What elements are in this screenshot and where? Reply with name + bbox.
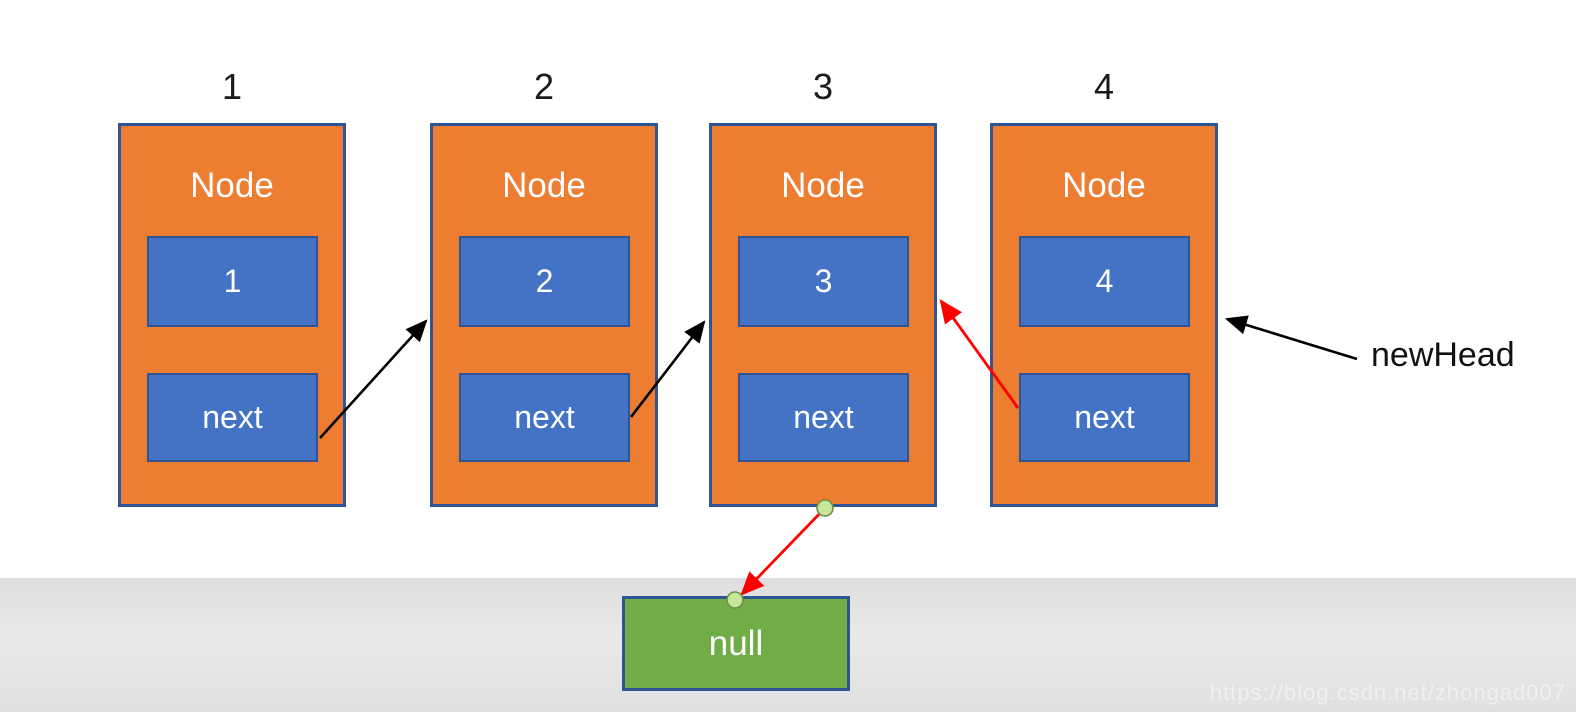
node3-index-label: 3 [812,66,834,107]
node2-value-field: 2 [459,236,630,327]
node2-index-label: 2 [533,66,555,107]
node4-value-field: 4 [1019,236,1190,327]
node1-title: Node [190,166,274,205]
node1-value-field: 1 [147,236,318,327]
node2-title: Node [502,166,586,205]
null-box: null [622,596,850,691]
node4-title: Node [1062,166,1146,205]
node4-index-label: 4 [1093,66,1115,107]
node1-index-label: 1 [221,66,243,107]
node3-next-field: next [738,373,909,462]
node1-next-field: next [147,373,318,462]
arrow-newhead-to-node4 [1224,315,1358,361]
node1-box: Node 1 next [118,123,346,507]
node2-next-field: next [459,373,630,462]
newhead-label: newHead [1371,336,1515,374]
node4-box: Node 4 next [990,123,1218,507]
node4-next-field: next [1019,373,1190,462]
node3-title: Node [781,166,865,205]
node3-value-field: 3 [738,236,909,327]
node2-box: Node 2 next [430,123,658,507]
watermark-text: https://blog.csdn.net/zhongad007 [1209,680,1566,705]
node3-box: Node 3 next [709,123,937,507]
